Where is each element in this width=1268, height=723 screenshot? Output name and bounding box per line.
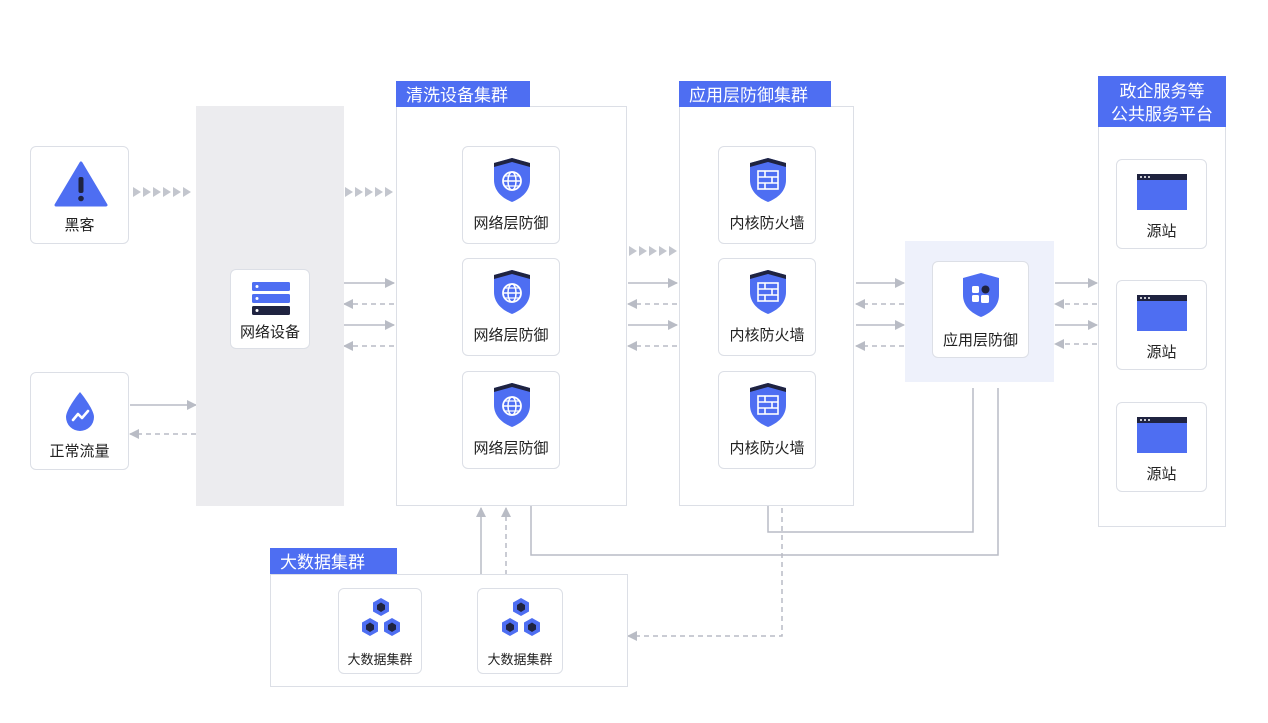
network-defense-label: 网络层防御 (473, 324, 549, 345)
firewall-label: 内核防火墙 (729, 324, 805, 345)
browser-window-icon (1137, 417, 1187, 453)
hacker-node[interactable]: 黑客 (30, 146, 129, 244)
globe-shield-icon (494, 158, 530, 202)
network-device-label: 网络设备 (239, 321, 300, 342)
firewall-card[interactable]: 内核防火墙 (718, 371, 816, 469)
hexagon-cluster-icon (362, 598, 400, 636)
network-defense-card[interactable]: 网络层防御 (462, 146, 560, 244)
browser-window-icon (1137, 295, 1187, 331)
hexagon-cluster-icon (502, 598, 540, 636)
network-defense-label: 网络层防御 (473, 437, 549, 458)
network-defense-card[interactable]: 网络层防御 (462, 258, 560, 356)
network-device-node[interactable]: 网络设备 (230, 269, 310, 349)
firewall-label: 内核防火墙 (729, 212, 805, 233)
globe-shield-icon (494, 383, 530, 427)
firewall-shield-icon (750, 158, 786, 202)
app-defense-label: 应用层防御 (942, 329, 1018, 350)
public-platform-title-line1: 政企服务等 (1119, 77, 1205, 102)
bigdata-title: 大数据集群 (270, 548, 397, 574)
bigdata-panel (270, 574, 628, 687)
public-platform-title-line2: 公共服务平台 (1111, 100, 1213, 125)
origin-label: 源站 (1146, 463, 1177, 484)
origin-label: 源站 (1146, 220, 1177, 241)
bigdata-card[interactable]: 大数据集群 (477, 588, 563, 674)
hacker-label: 黑客 (64, 214, 95, 235)
browser-window-icon (1137, 174, 1187, 210)
firewall-label: 内核防火墙 (729, 437, 805, 458)
server-stack-icon (252, 282, 290, 315)
attack-flow-hacker (133, 187, 191, 197)
firewall-card[interactable]: 内核防火墙 (718, 258, 816, 356)
traffic-drop-icon (66, 392, 94, 431)
firewall-card[interactable]: 内核防火墙 (718, 146, 816, 244)
attack-flow-to-app-cluster (629, 246, 677, 256)
network-defense-label: 网络层防御 (473, 212, 549, 233)
normal-traffic-label: 正常流量 (49, 440, 110, 461)
bigdata-label: 大数据集群 (347, 649, 413, 668)
globe-shield-icon (494, 270, 530, 314)
origin-card[interactable]: 源站 (1116, 159, 1207, 249)
public-platform-title: 政企服务等 公共服务平台 (1098, 76, 1226, 127)
origin-card[interactable]: 源站 (1116, 280, 1207, 370)
app-defense-node[interactable]: 应用层防御 (932, 261, 1029, 358)
bigdata-label: 大数据集群 (487, 649, 553, 668)
bigdata-card[interactable]: 大数据集群 (338, 588, 422, 674)
origin-label: 源站 (1146, 341, 1177, 362)
app-shield-icon (963, 273, 999, 317)
normal-traffic-node[interactable]: 正常流量 (30, 372, 129, 470)
app-cluster-title: 应用层防御集群 (679, 81, 831, 107)
attack-flow-to-clean (345, 187, 393, 197)
warning-triangle-icon (54, 161, 108, 207)
origin-card[interactable]: 源站 (1116, 402, 1207, 492)
firewall-shield-icon (750, 270, 786, 314)
firewall-shield-icon (750, 383, 786, 427)
network-defense-card[interactable]: 网络层防御 (462, 371, 560, 469)
clean-cluster-title: 清洗设备集群 (396, 81, 530, 107)
